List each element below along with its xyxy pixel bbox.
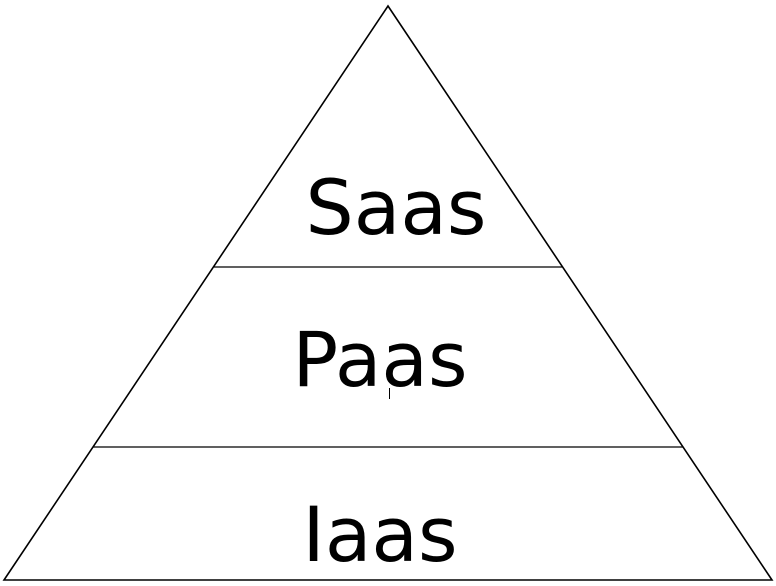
layer-label-paas: Paas	[292, 315, 468, 404]
layer-label-iaas: Iaas	[302, 490, 458, 579]
text-cursor	[389, 388, 390, 399]
layer-label-saas: Saas	[305, 163, 487, 252]
pyramid-triangle	[2, 4, 774, 581]
